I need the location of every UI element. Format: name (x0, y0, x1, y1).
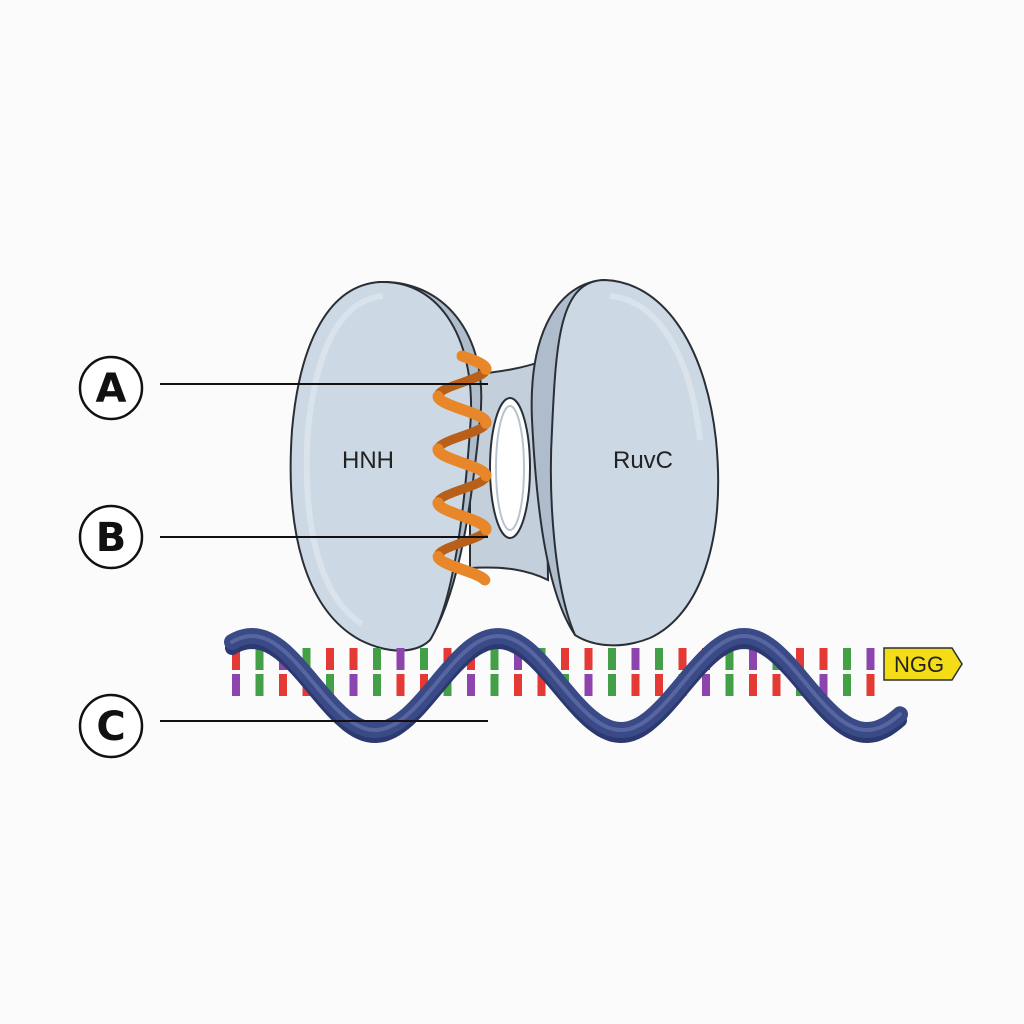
base-pair-top (725, 648, 734, 670)
base-pair-top (866, 648, 875, 670)
base-pair-top (584, 648, 593, 670)
pam-tag-shape (883, 647, 963, 681)
base-pair-bottom (373, 674, 381, 696)
helix-segment (478, 573, 491, 586)
ruvc-lobe (549, 278, 720, 647)
base-pair-top (655, 648, 663, 670)
base-pair-top (514, 648, 522, 670)
base-pair-bottom (279, 674, 287, 696)
base-pair-top (678, 648, 687, 670)
base-pair-bottom (655, 674, 663, 696)
base-pair-top (819, 648, 828, 670)
callout-a-letter: A (96, 366, 127, 412)
pam-tag: NGG (883, 647, 963, 681)
base-pair-bottom (349, 674, 358, 696)
base-pair-bottom (255, 674, 264, 696)
base-pair-bottom (631, 674, 640, 696)
base-pair-top (373, 648, 381, 670)
base-pair-top (490, 648, 499, 670)
base-pair-bottom (467, 674, 475, 696)
base-pair-top (561, 648, 569, 670)
ruvc-lobe-highlight (609, 293, 703, 441)
base-pair-top (326, 648, 334, 670)
cas9-protein: HNH RuvC (289, 278, 720, 652)
base-pair-bottom (490, 674, 499, 696)
alpha-helix (432, 350, 492, 586)
base-pair-bottom (725, 674, 734, 696)
callout-b-circle (78, 504, 144, 570)
callout-a-circle (78, 355, 144, 421)
base-pair-top (420, 648, 428, 670)
hnh-label: HNH (342, 447, 394, 474)
base-pair-top (302, 648, 311, 670)
central-channel-inner (495, 405, 525, 531)
base-pair-top (608, 648, 616, 670)
central-channel (489, 397, 531, 539)
base-pair-bottom (772, 674, 781, 696)
callout-a: A (78, 355, 488, 421)
base-pair-bottom (537, 674, 546, 696)
base-pair-top (349, 648, 358, 670)
callout-b-letter: B (96, 515, 127, 561)
base-pair-top (255, 648, 264, 670)
ruvc-label: RuvC (613, 447, 673, 474)
base-pair-bottom (843, 674, 851, 696)
base-pair-top (796, 648, 804, 670)
base-pair-bottom (702, 674, 710, 696)
base-pair-top (232, 648, 240, 670)
base-pair-bottom (749, 674, 757, 696)
base-pair-bottom (420, 674, 428, 696)
dna-backbone-shine (230, 633, 902, 733)
base-pair-bottom (326, 674, 334, 696)
callout-c-letter: C (96, 704, 125, 750)
base-pair-bottom (819, 674, 828, 696)
callout-b: B (78, 504, 488, 570)
base-pair-bottom (396, 674, 405, 696)
base-pair-top (749, 648, 757, 670)
base-pair-bottom (514, 674, 522, 696)
base-pair-top (396, 648, 405, 670)
base-pair-bottom (232, 674, 240, 696)
callout-c: C (78, 693, 488, 759)
hnh-lobe-highlight (303, 293, 384, 627)
base-pair-top (843, 648, 851, 670)
callout-c-circle (78, 693, 144, 759)
pam-label: NGG (894, 652, 944, 677)
base-pair-top (631, 648, 640, 670)
base-pair-bottom (866, 674, 875, 696)
base-pair-bottom (608, 674, 616, 696)
base-pair-bottom (584, 674, 593, 696)
